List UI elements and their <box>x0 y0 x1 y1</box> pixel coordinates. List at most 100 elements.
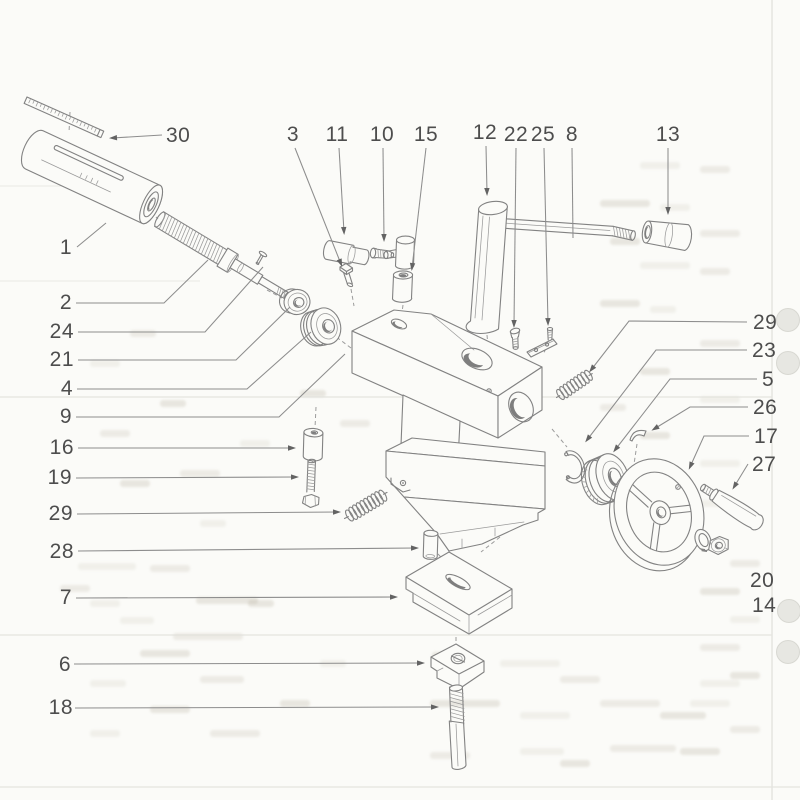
binder-holes <box>776 308 800 664</box>
callout-4-label: 4 <box>61 377 73 400</box>
leader-line-11 <box>338 147 345 233</box>
callout-29-label: 29 <box>753 311 777 334</box>
handle-grip <box>699 483 764 531</box>
quill-barrel <box>20 129 164 225</box>
leader-arrow-30 <box>109 135 118 141</box>
leader-arrow-6 <box>416 660 425 666</box>
callout-29-label: 29 <box>49 502 73 525</box>
callout-17-label: 17 <box>754 425 778 448</box>
callout-3-label: 3 <box>287 123 299 146</box>
leader-line-1 <box>76 222 107 248</box>
leader-line-5 <box>614 378 757 451</box>
leader-arrow-17 <box>688 461 695 470</box>
binder-hole <box>776 308 800 332</box>
spacer-cylinder <box>302 427 324 462</box>
callout-10-label: 10 <box>370 123 394 146</box>
leader-arrow-25 <box>545 317 551 326</box>
leader-arrow-19 <box>290 474 299 480</box>
leader-arrow-3 <box>336 258 343 267</box>
leader-line-21 <box>78 306 291 361</box>
callout-30-label: 30 <box>166 124 190 147</box>
leader-line-29 <box>76 511 339 515</box>
bush <box>391 270 414 303</box>
callout-20-label: 20 <box>750 569 774 592</box>
woodruff-key <box>629 429 647 442</box>
hex-bolt <box>301 458 320 509</box>
lock-washer <box>694 528 712 553</box>
leader-line-6 <box>73 662 423 665</box>
tee-bush <box>383 235 416 270</box>
binder-hole <box>776 640 800 664</box>
taper-pin <box>255 250 268 266</box>
leader-arrow-10 <box>381 233 387 242</box>
leader-arrow-26 <box>651 424 660 431</box>
leader-line-3 <box>294 147 342 265</box>
leader-line-4 <box>77 331 312 390</box>
graduated-scale-strip <box>23 96 105 139</box>
leader-arrow-29 <box>589 364 597 373</box>
callout-12-label: 12 <box>473 121 497 144</box>
washer-collar <box>278 288 311 316</box>
leader-arrow-22 <box>511 319 517 328</box>
callout-14-label: 14 <box>752 594 776 617</box>
leader-line-10 <box>382 147 385 240</box>
tee-nut <box>430 643 485 690</box>
assembly-dashed-lines <box>68 111 704 689</box>
hex-nut <box>708 535 729 556</box>
callout-15-label: 15 <box>414 123 438 146</box>
leader-arrow-5 <box>613 444 621 453</box>
leader-arrow-12 <box>484 187 490 196</box>
leader-arrow-11 <box>341 226 347 235</box>
callout-27-label: 27 <box>752 453 776 476</box>
callout-6-label: 6 <box>59 653 71 676</box>
leader-arrow-28 <box>410 545 419 551</box>
callout-23-label: 23 <box>752 339 776 362</box>
leader-line-28 <box>77 547 417 552</box>
leader-arrow-13 <box>665 207 671 215</box>
feed-screw <box>154 211 290 300</box>
leader-line-29 <box>590 320 748 371</box>
callout-13-label: 13 <box>656 123 680 146</box>
binder-hole <box>777 599 800 623</box>
leader-arrow-7 <box>389 594 398 600</box>
slide-base <box>405 551 513 635</box>
leader-arrow-23 <box>585 434 593 443</box>
leader-line-9 <box>76 353 346 418</box>
leader-line-26 <box>653 406 748 430</box>
leader-line-2 <box>76 259 209 304</box>
callout-24-label: 24 <box>50 320 74 343</box>
leader-line-24 <box>78 266 264 333</box>
callout-11-label: 11 <box>326 123 349 146</box>
leader-line-23 <box>586 349 747 441</box>
handwheel-rim-screw <box>675 484 681 490</box>
handwheel <box>608 458 705 572</box>
plunger <box>322 240 370 266</box>
leader-arrow-29 <box>332 509 341 515</box>
circlip <box>564 450 586 484</box>
callout-18-label: 18 <box>49 696 73 719</box>
callout-19-label: 19 <box>48 466 72 489</box>
callout-25-label: 25 <box>531 123 555 146</box>
leader-line-18 <box>74 706 437 709</box>
leader-arrow-15 <box>409 262 416 271</box>
knob <box>641 220 693 251</box>
clamp-lever <box>465 200 508 335</box>
handle-bar <box>499 217 636 241</box>
leader-arrow-16 <box>288 445 296 451</box>
callout-16-label: 16 <box>50 436 74 459</box>
callout-28-label: 28 <box>50 540 74 563</box>
grub-screw <box>509 327 521 350</box>
callout-1-label: 1 <box>60 236 72 259</box>
leader-line-12 <box>485 145 488 194</box>
callout-26-label: 26 <box>753 396 777 419</box>
leader-line-17 <box>689 435 749 468</box>
callout-22-label: 22 <box>504 123 528 146</box>
leader-line-7 <box>75 596 396 599</box>
oiler-pin <box>339 262 354 288</box>
dowel-pin <box>422 529 439 560</box>
binder-hole <box>776 351 800 375</box>
